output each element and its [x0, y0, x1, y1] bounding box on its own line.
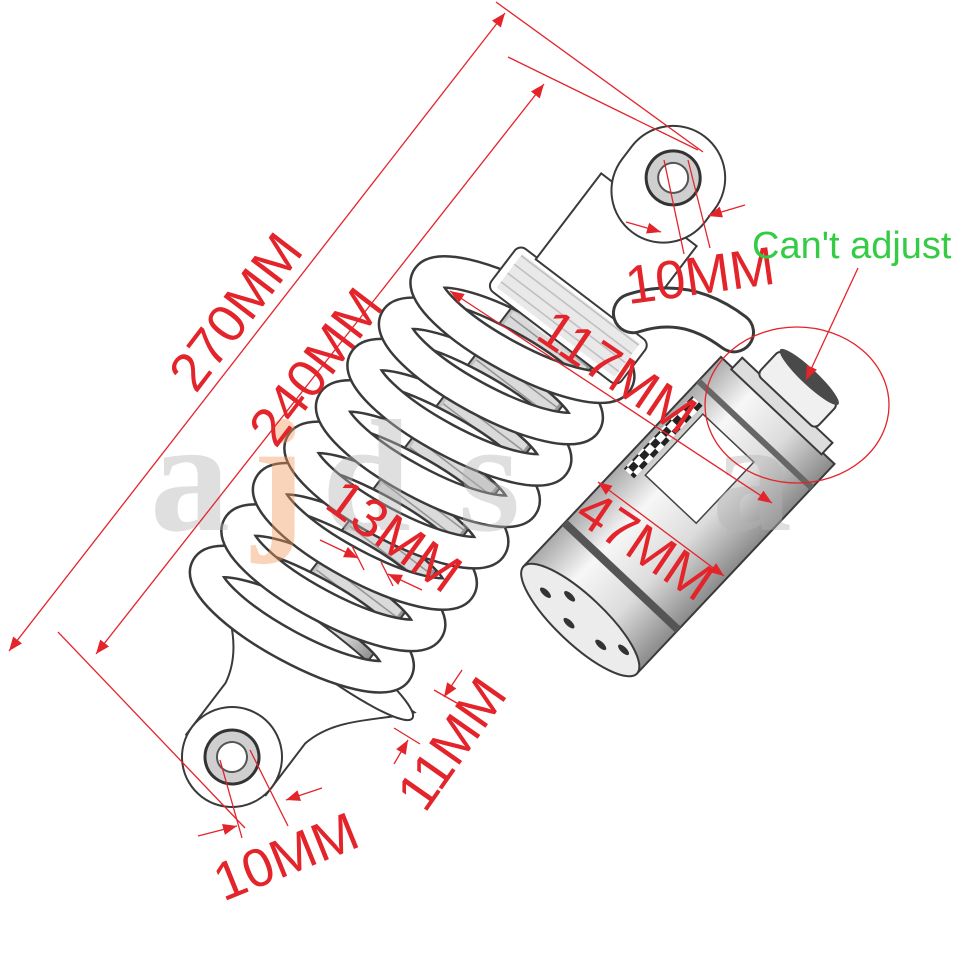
dim-line-47: [597, 481, 725, 577]
extension-line-10-top: [687, 159, 711, 249]
extension-line-bottom: [57, 631, 246, 829]
extension-line-270-top: [495, 1, 704, 153]
end-cap-hole: [618, 644, 630, 656]
watermark-letter: a: [712, 387, 792, 565]
extension-tick-11: [393, 727, 421, 745]
end-cap-hole: [563, 617, 575, 629]
extension-tick-13: [351, 545, 365, 571]
dim-arrow-10-top-left: [625, 221, 662, 234]
dim-arrow-11-bottom: [393, 739, 409, 765]
dim-arrow-13-right: [387, 573, 423, 591]
dimension-lines: [8, 1, 890, 839]
end-cap-hole: [595, 639, 607, 651]
label-10-bottom: 10MM: [205, 801, 367, 913]
reservoir-ring: [561, 519, 681, 633]
end-cap-hole: [564, 590, 576, 602]
dim-arrow-10-bottom-right: [285, 787, 323, 801]
note-arrow: [805, 267, 859, 381]
watermark-letter: a: [150, 387, 230, 565]
extension-line-10-top: [663, 159, 685, 255]
extension-line-10-bottom: [249, 749, 289, 827]
dim-arrow-10-bottom-left: [197, 824, 238, 837]
dim-arrow-11-top: [443, 669, 463, 698]
dim-arrow-10-top-right: [707, 204, 746, 218]
extension-tick-11: [433, 689, 463, 707]
note-cant-adjust: Can't adjust: [752, 225, 952, 267]
adjuster-highlight-circle: [704, 326, 890, 484]
dim-line-117: [449, 290, 773, 504]
extension-line-240-top: [507, 56, 699, 151]
extension-tick-13: [380, 561, 394, 587]
dim-line-240: [95, 83, 545, 655]
dim-arrow-13-left: [319, 539, 359, 559]
watermark-letter: s: [458, 387, 520, 565]
extension-line-10-bottom: [219, 759, 243, 839]
